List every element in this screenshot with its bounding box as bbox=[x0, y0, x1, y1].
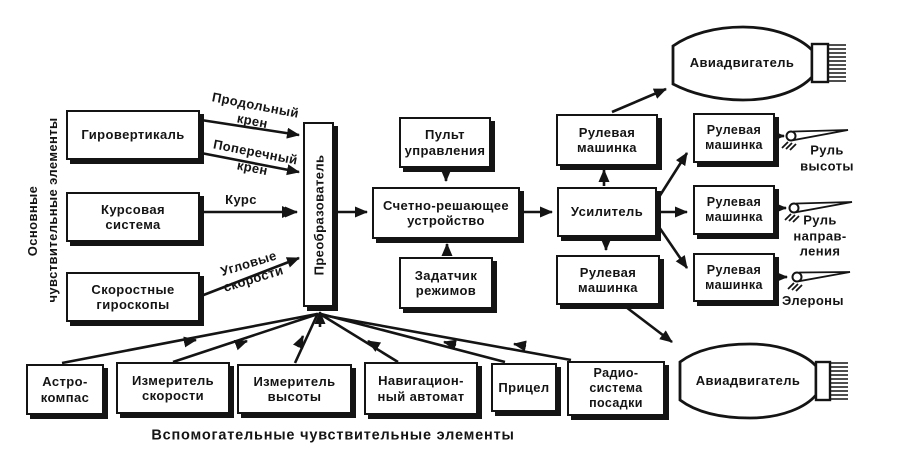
node-steering-machine-rudder: Рулевая машинка bbox=[693, 185, 775, 235]
node-astro-compass: Астро- компас bbox=[26, 364, 104, 415]
node-converter: Преобразователь bbox=[303, 122, 334, 307]
exhaust-comb-icon bbox=[828, 44, 846, 82]
node-steering-machine-elevator: Рулевая машинка bbox=[693, 113, 775, 163]
exhaust-comb-icon bbox=[830, 362, 848, 400]
node-radio-landing: Радио- система посадки bbox=[567, 361, 665, 416]
rudder-hinge-icon bbox=[784, 201, 853, 223]
left-caption-line2: чувствительные элементы bbox=[45, 117, 61, 303]
node-sight: Прицел bbox=[491, 363, 557, 412]
signal-course: Курс bbox=[225, 192, 257, 208]
surface-elevator-label: Руль высоты bbox=[800, 142, 854, 173]
node-amplifier: Усилитель bbox=[557, 187, 657, 237]
node-control-panel: Пульт управления bbox=[399, 117, 491, 168]
surface-rudder-label: Руль направ- ления bbox=[793, 212, 847, 259]
left-caption-line1: Основные bbox=[25, 185, 41, 257]
node-steering-machine-top: Рулевая машинка bbox=[556, 114, 658, 166]
engine-icon bbox=[671, 25, 846, 102]
node-speed-meter: Измеритель скорости bbox=[116, 362, 230, 414]
node-altitude-meter: Измеритель высоты bbox=[237, 364, 352, 414]
node-gyro-vertical: Гировертикаль bbox=[66, 110, 200, 160]
node-steering-machine-bottom: Рулевая машинка bbox=[556, 255, 660, 305]
node-steering-machine-aileron: Рулевая машинка bbox=[693, 253, 775, 302]
elevator-hinge-icon bbox=[781, 129, 849, 151]
engine-bottom-label: Авиадвигатель bbox=[695, 373, 801, 389]
arrows bbox=[61, 87, 788, 365]
surface-ailerons-label: Элероны bbox=[782, 293, 844, 309]
engine-icon bbox=[678, 342, 848, 420]
node-mode-setter: Задатчик режимов bbox=[399, 257, 493, 309]
node-rate-gyros: Скоростные гироскопы bbox=[66, 272, 200, 322]
node-computer: Счетно-решающее устройство bbox=[372, 187, 520, 239]
converter-label: Преобразователь bbox=[310, 154, 326, 275]
node-nav-automat: Навигацион- ный автомат bbox=[364, 362, 478, 415]
aileron-hinge-icon bbox=[787, 271, 851, 292]
node-course-system: Курсовая система bbox=[66, 192, 200, 242]
bottom-caption: Вспомогательные чувствительные элементы bbox=[151, 427, 515, 444]
engine-top-label: Авиадвигатель bbox=[689, 55, 795, 71]
